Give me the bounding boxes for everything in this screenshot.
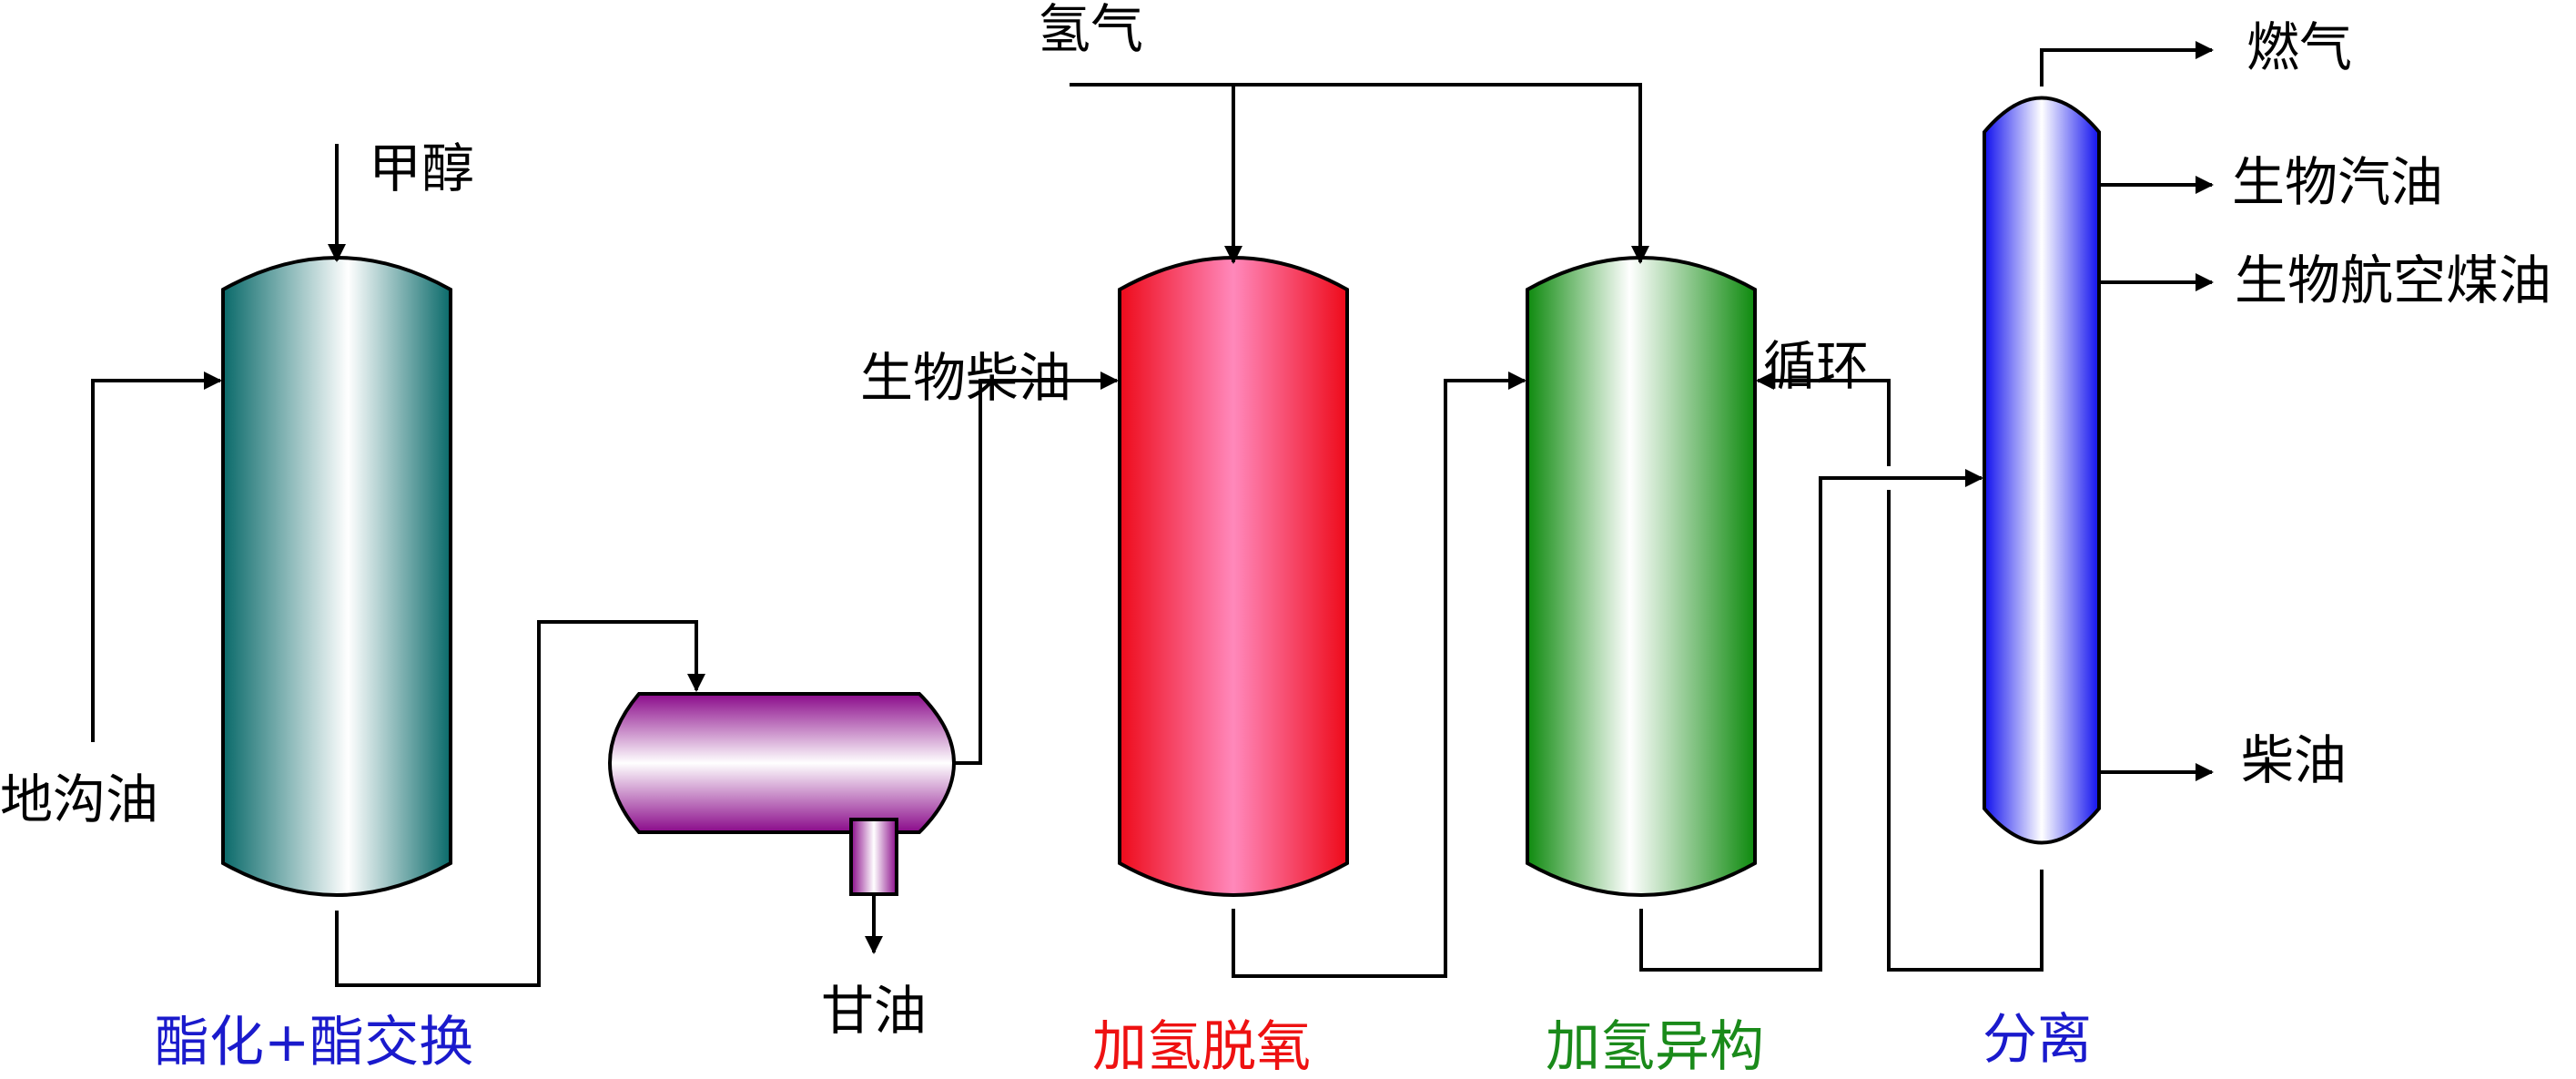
separation-column [1983, 96, 2101, 845]
bio-gasoline-label: 生物汽油 [2232, 151, 2443, 213]
hydrogen-label: 氢气 [1038, 0, 1143, 60]
biodiesel-line [954, 372, 1119, 765]
hdo-product-line [1232, 372, 1526, 978]
waste-oil-label: 地沟油 [0, 769, 158, 830]
recycle-label: 循环 [1763, 335, 1869, 397]
unit-caption-separation: 分离 [1983, 1008, 2092, 1072]
unit-caption-isomerization: 加氢异构 [1546, 1015, 1764, 1074]
glycerol-separator-drum [607, 692, 957, 834]
diesel-label: 柴油 [2241, 729, 2347, 791]
isomerization-reactor [1526, 256, 1757, 897]
hdo-reactor [1118, 256, 1349, 897]
isomerization-product-line [1639, 469, 1983, 972]
glycerol-label: 甘油 [821, 980, 927, 1042]
fuel-gas-outlet-line [2040, 41, 2214, 87]
biodiesel-label: 生物柴油 [860, 347, 1071, 409]
separator-boot [849, 818, 898, 896]
methanol-label: 甲醇 [369, 137, 474, 199]
ester-product-line [335, 620, 705, 987]
fuel-gas-label: 燃气 [2246, 16, 2352, 78]
unit-caption-esterification: 酯化+酯交换 [155, 1011, 473, 1074]
esterification-reactor [221, 256, 452, 897]
bio-jet-fuel-label: 生物航空煤油 [2235, 249, 2551, 311]
recycle-line [1756, 372, 2044, 972]
hydrogen-header-line [1070, 83, 1649, 264]
unit-caption-hdo: 加氢脱氧 [1092, 1015, 1311, 1074]
waste-oil-feed-line [91, 372, 222, 742]
